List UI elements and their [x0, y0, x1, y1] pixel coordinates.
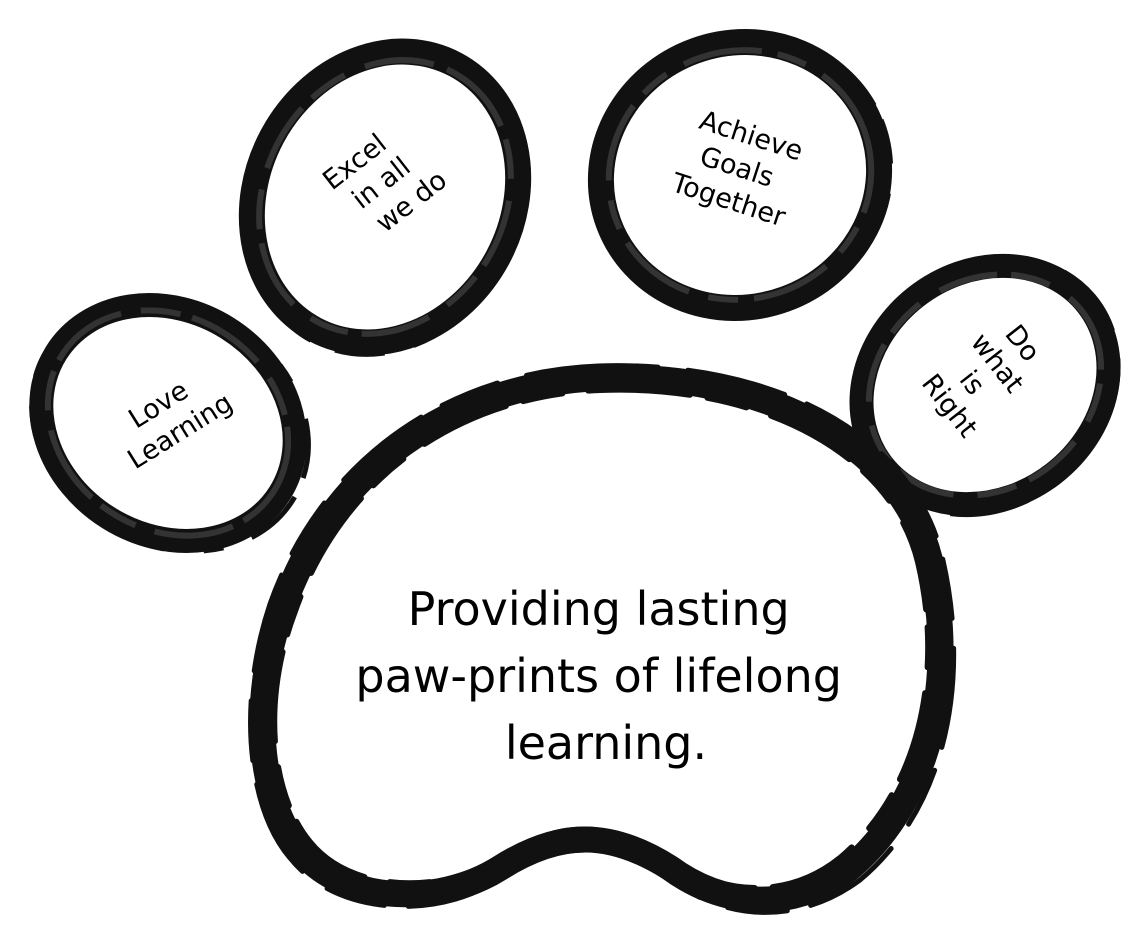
pad-label-line: learning.: [505, 716, 707, 770]
toe-label: Love Learning: [104, 359, 238, 476]
pad-label: Providing lasting paw-prints of lifelong…: [355, 582, 856, 770]
main-pad: Providing lasting paw-prints of lifelong…: [248, 363, 957, 915]
toe-label: Achieve Goals Together: [667, 103, 815, 235]
toe-label: Do what is Right: [914, 308, 1060, 445]
pad-outline: [248, 363, 957, 915]
toe-outline: [29, 293, 311, 554]
toe-label: Excel in all we do: [317, 113, 453, 249]
toe-achieve-goals: Achieve Goals Together: [587, 29, 894, 321]
toe-outline: [238, 38, 532, 357]
toe-outline: [587, 29, 894, 321]
pad-label-line: Providing lasting: [408, 582, 790, 636]
pad-label-line: paw-prints of lifelong: [355, 649, 842, 703]
